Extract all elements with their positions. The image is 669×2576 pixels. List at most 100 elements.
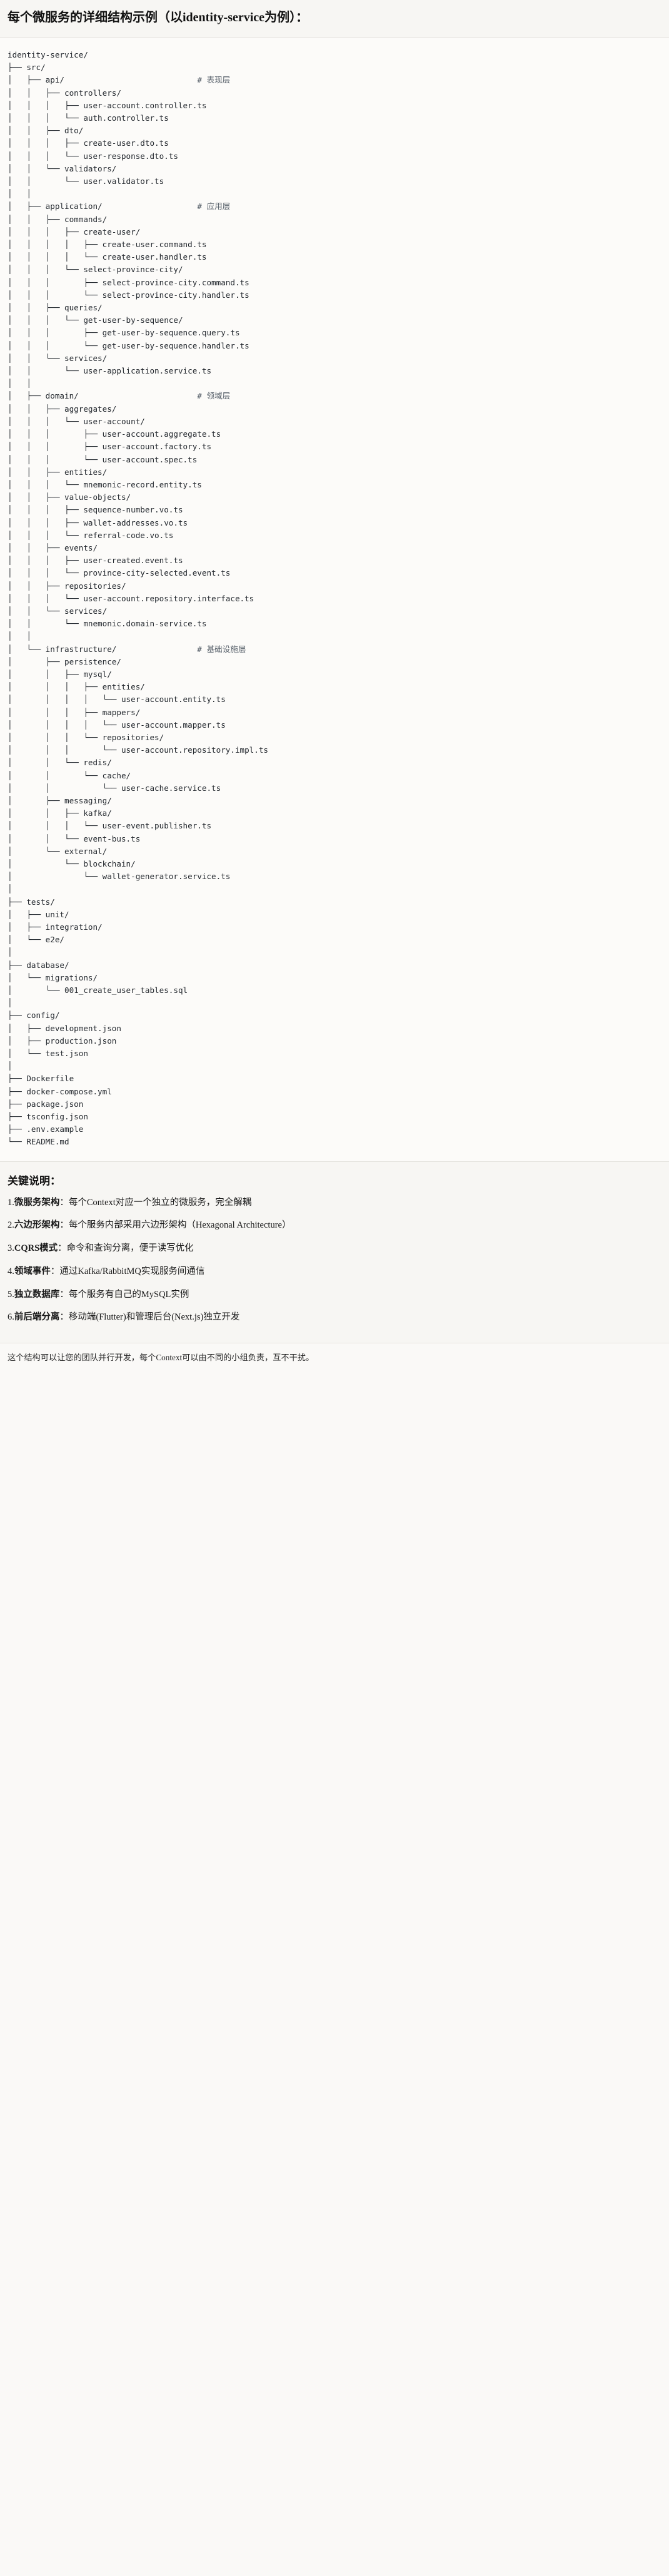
- title-block: 每个微服务的详细结构示例（以identity-service为例）：: [0, 0, 669, 38]
- tree-line: │ ├── persistence/: [8, 656, 121, 666]
- tree-line: │ │ │ ├── create-user/: [8, 227, 141, 237]
- tree-line: │ │ │ └── mnemonic-record.entity.ts: [8, 479, 202, 489]
- tree-line: identity-service/: [8, 50, 88, 59]
- tree-line-comment: # 表现层: [197, 75, 231, 85]
- tree-line: │ │ │ ├── wallet-addresses.vo.ts: [8, 517, 188, 527]
- tree-line: ├── .env.example: [8, 1124, 84, 1134]
- tree-line: │ │ │ ├── sequence-number.vo.ts: [8, 505, 183, 515]
- tree-line: │ │ ├── mysql/: [8, 669, 112, 679]
- tree-line: │ │ └── event-bus.ts: [8, 833, 141, 843]
- tree-line: │ └── wallet-generator.service.ts: [8, 872, 231, 882]
- tree-line: │ │ ├── kafka/: [8, 808, 112, 818]
- tree-line: │ │ │ └── referral-code.vo.ts: [8, 530, 174, 540]
- tree-line: │ │ │ └── province-city-selected.event.t…: [8, 568, 231, 578]
- tree-line: │ │: [8, 379, 31, 389]
- key-note-number: 5.: [8, 1289, 14, 1300]
- tree-line: │: [8, 998, 13, 1008]
- tree-line: ├── tsconfig.json: [8, 1112, 88, 1122]
- tree-line: │ │ └── user-application.service.ts: [8, 366, 212, 376]
- tree-line: │ │ │ └── repositories/: [8, 732, 164, 742]
- key-note-item: 5.独立数据库：每个服务有自己的MySQL实例: [8, 1288, 661, 1302]
- tree-line: │ ├── development.json: [8, 1023, 121, 1033]
- tree-line: │ │ │ ├── get-user-by-sequence.query.ts: [8, 328, 240, 338]
- tree-line: │ ├── api/ # 表现层: [8, 75, 231, 85]
- tree-line: │ │ │ │ ├── create-user.command.ts: [8, 240, 207, 250]
- tree-line: │: [8, 884, 13, 894]
- tree-line: └── README.md: [8, 1137, 69, 1147]
- key-note-number: 4.: [8, 1266, 14, 1276]
- key-note-number: 6.: [8, 1312, 14, 1323]
- tree-line: │ └── test.json: [8, 1049, 88, 1059]
- key-note-term: 六边形架构: [14, 1220, 60, 1231]
- tree-line: │ │ │ ├── create-user.dto.ts: [8, 138, 169, 148]
- key-note-description: ：命令和查询分离，便于读写优化: [58, 1243, 194, 1254]
- tree-line: │ │ ├── value-objects/: [8, 492, 131, 502]
- tree-line: │ │ ├── events/: [8, 542, 98, 552]
- tree-line: │ │ ├── dto/: [8, 126, 84, 136]
- tree-line: │ │ │ ├── entities/: [8, 682, 145, 692]
- tree-line: │ └── infrastructure/ # 基础设施层: [8, 644, 246, 654]
- key-note-term: 前后端分离: [14, 1312, 60, 1323]
- key-note-description: ：通过Kafka/RabbitMQ实现服务间通信: [50, 1266, 205, 1276]
- tree-line: │ │ └── services/: [8, 353, 108, 363]
- key-note-number: 2.: [8, 1220, 14, 1231]
- tree-line: │ │ └── cache/: [8, 770, 131, 780]
- key-note-number: 1.: [8, 1197, 14, 1208]
- tree-line: │ └── external/: [8, 846, 108, 856]
- tree-line: ├── package.json: [8, 1099, 84, 1109]
- tree-line: │ │ └── mnemonic.domain-service.ts: [8, 619, 207, 629]
- tree-line: │ │: [8, 631, 31, 641]
- key-notes-block: 关键说明： 1.微服务架构：每个Context对应一个独立的微服务，完全解耦 2.…: [0, 1161, 669, 1343]
- key-note-item: 2.六边形架构：每个服务内部采用六边形架构（Hexagonal Architec…: [8, 1219, 661, 1233]
- tree-line: ├── config/: [8, 1011, 60, 1021]
- tree-line: │ └── blockchain/: [8, 859, 136, 868]
- tree-line: │ ├── unit/: [8, 909, 69, 919]
- tree-line: │: [8, 1061, 13, 1071]
- tree-line: │ │ └── services/: [8, 606, 108, 616]
- tree-line: ├── docker-compose.yml: [8, 1086, 112, 1096]
- key-note-term: CQRS模式: [14, 1243, 58, 1254]
- tree-line-comment: # 基础设施层: [197, 644, 246, 654]
- tree-line: │ │ │ └── auth.controller.ts: [8, 113, 169, 123]
- tree-line: │ │ │ └── select-province-city.handler.t…: [8, 290, 249, 300]
- footer-note: 这个结构可以让您的团队并行开发，每个Context可以由不同的小组负责，互不干扰…: [0, 1343, 669, 1375]
- tree-line: │ │ │ └── get-user-by-sequence/: [8, 315, 183, 325]
- tree-line: │ │ ├── queries/: [8, 303, 103, 313]
- tree-line: │ └── e2e/: [8, 935, 64, 945]
- tree-line: │ │ ├── aggregates/: [8, 404, 117, 414]
- tree-line: │ │ └── validators/: [8, 163, 117, 173]
- tree-line-comment: # 领域层: [197, 391, 231, 401]
- key-note-description: ：每个服务有自己的MySQL实例: [59, 1289, 189, 1300]
- key-notes-heading: 关键说明：: [8, 1174, 61, 1187]
- tree-line: │ ├── production.json: [8, 1036, 117, 1046]
- tree-line: ├── src/: [8, 63, 46, 73]
- tree-line: │ │ │ ├── user-account.factory.ts: [8, 442, 212, 452]
- tree-line: │ │ │ └── user-response.dto.ts: [8, 151, 178, 161]
- tree-line: │ │ ├── repositories/: [8, 581, 126, 591]
- tree-line: │ │ │ └── get-user-by-sequence.handler.t…: [8, 340, 249, 350]
- tree-line: ├── Dockerfile: [8, 1074, 74, 1084]
- tree-line: ├── database/: [8, 960, 69, 970]
- tree-line: │ ├── domain/ # 领域层: [8, 391, 231, 401]
- file-tree: identity-service/ ├── src/ │ ├── api/ # …: [8, 49, 661, 1149]
- tree-line: │ │ └── user-cache.service.ts: [8, 783, 221, 793]
- key-note-item: 3.CQRS模式：命令和查询分离，便于读写优化: [8, 1242, 661, 1256]
- file-tree-block: identity-service/ ├── src/ │ ├── api/ # …: [0, 38, 669, 1162]
- tree-line: │ │ └── user.validator.ts: [8, 176, 164, 186]
- key-note-term: 微服务架构: [14, 1197, 60, 1208]
- tree-line: │ │ └── redis/: [8, 758, 112, 768]
- key-note-item: 1.微服务架构：每个Context对应一个独立的微服务，完全解耦: [8, 1196, 661, 1210]
- key-note-description: ：移动端(Flutter)和管理后台(Next.js)独立开发: [59, 1312, 240, 1323]
- tree-line: │ │ │ ├── user-account.aggregate.ts: [8, 429, 221, 439]
- tree-line: │ │ │ ├── mappers/: [8, 707, 141, 717]
- tree-line: │ │ │ │ └── user-account.mapper.ts: [8, 720, 226, 730]
- tree-line: │ │ │ ├── select-province-city.command.t…: [8, 277, 249, 287]
- tree-line: │ │ │ │ └── create-user.handler.ts: [8, 252, 207, 262]
- tree-line: │ │ ├── controllers/: [8, 88, 121, 98]
- tree-line: │ │ │ └── select-province-city/: [8, 265, 183, 275]
- tree-line: │ │ ├── commands/: [8, 214, 108, 224]
- page-title: 每个微服务的详细结构示例（以identity-service为例）：: [8, 11, 309, 24]
- tree-line: ├── tests/: [8, 897, 55, 907]
- tree-line: │ │ │ ├── user-created.event.ts: [8, 556, 183, 566]
